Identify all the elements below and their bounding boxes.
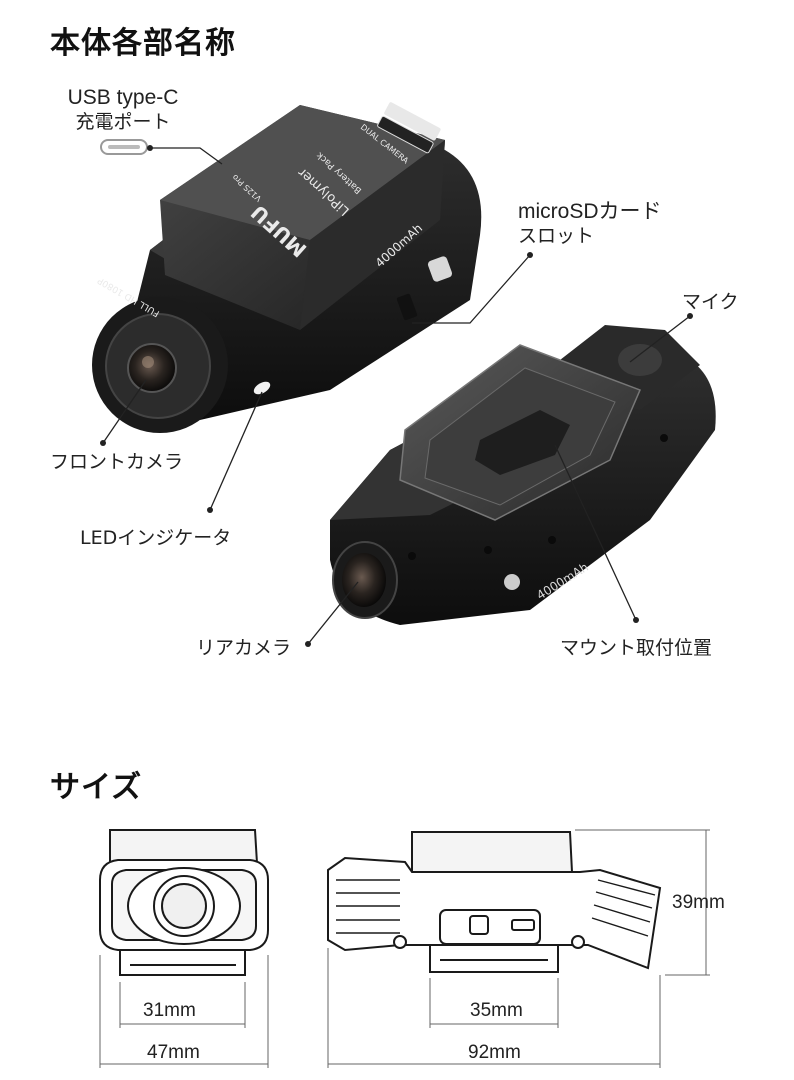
usb-c-port-icon	[100, 139, 148, 155]
side-view-diagram	[327, 831, 662, 973]
microsd-label-line1: microSDカード	[518, 200, 662, 223]
usb-c-label: USB type-C 充電ポート	[48, 86, 198, 134]
front-camera-label: フロントカメラ	[50, 451, 184, 473]
led-indicator-label: LEDインジケータ	[80, 527, 232, 549]
rear-device	[330, 325, 716, 625]
front-outer-width: 47mm	[147, 1042, 200, 1063]
size-heading: サイズ	[50, 770, 143, 805]
usb-c-label-line1: USB type-C	[67, 86, 179, 109]
front-inner-width: 31mm	[143, 1000, 196, 1021]
rear-camera-label: リアカメラ	[196, 637, 292, 659]
side-outer-width: 92mm	[468, 1042, 521, 1063]
parts-heading: 本体各部名称	[50, 26, 236, 61]
dimension-lines	[99, 829, 710, 1068]
front-view-diagram	[99, 829, 269, 976]
microsd-slot-label: microSDカード スロット	[518, 200, 662, 248]
side-height: 39mm	[672, 892, 725, 913]
side-inner-width: 35mm	[470, 1000, 523, 1021]
mount-position-label: マウント取付位置	[560, 637, 713, 659]
microsd-label-line2: スロット	[518, 225, 595, 247]
leader-lines	[102, 147, 691, 645]
mic-label: マイク	[682, 291, 739, 313]
usb-c-label-line2: 充電ポート	[75, 111, 171, 133]
front-device	[92, 102, 482, 433]
